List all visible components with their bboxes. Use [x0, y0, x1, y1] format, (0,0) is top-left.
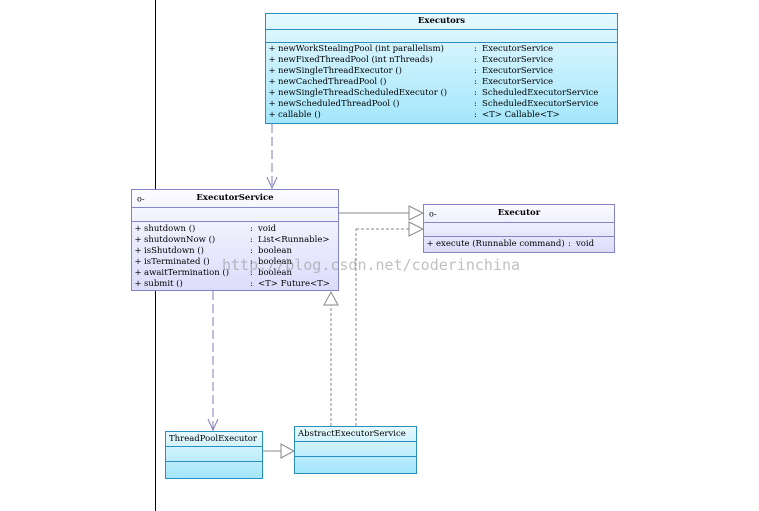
- thread-pool-executor-name: ThreadPoolExecutor: [169, 434, 257, 444]
- executors-methods-section: +newWorkStealingPool (int parallelism):E…: [266, 43, 617, 121]
- abstract-executor-service-attributes-section: [295, 442, 416, 457]
- realization-arrow-abstract-to-executor: [355, 221, 425, 426]
- abstract-executor-service-class[interactable]: AbstractExecutorService: [294, 426, 417, 474]
- method-row: +newFixedThreadPool (int nThreads):Execu…: [268, 55, 554, 65]
- method-row: +submit ():<T> Future<T>: [134, 279, 330, 289]
- executor-service-methods-section: +shutdown ():void +shutdownNow ():List<R…: [132, 222, 338, 290]
- method-row: +isShutdown ():boolean: [134, 246, 292, 256]
- method-row: +awaitTermination ():boolean: [134, 268, 292, 278]
- dependency-arrow-executors-to-executorservice: [266, 124, 278, 190]
- thread-pool-executor-attributes-section: [166, 447, 262, 462]
- generalization-arrow-executorservice-to-executor: [339, 205, 425, 221]
- abstract-executor-service-name: AbstractExecutorService: [298, 429, 406, 439]
- generalization-arrow-threadpool-to-abstract: [263, 443, 296, 459]
- executor-service-attributes-section: [132, 208, 338, 222]
- method-row: +newSingleThreadScheduledExecutor ():Sch…: [268, 88, 599, 98]
- interface-lollipop-icon: o-: [137, 194, 145, 203]
- dependency-arrow-executorservice-to-threadpoolexecutor: [207, 291, 219, 432]
- executor-name: Executor: [497, 208, 541, 218]
- method-row: +isTerminated ():boolean: [134, 257, 292, 267]
- watermark-url: http://blog.csdn.net/coderinchina: [222, 256, 521, 274]
- thread-pool-executor-class[interactable]: ThreadPoolExecutor: [165, 431, 263, 479]
- abstract-executor-service-header: AbstractExecutorService: [295, 427, 416, 442]
- executor-service-interface[interactable]: o- ExecutorService +shutdown ():void +sh…: [131, 189, 339, 291]
- executors-class-header: Executors: [266, 14, 617, 30]
- executor-methods-section: +execute (Runnable command):void: [424, 237, 614, 250]
- method-row: +shutdown ():void: [134, 224, 277, 234]
- executor-service-header: o- ExecutorService: [132, 190, 338, 208]
- method-row: +newScheduledThreadPool ():ScheduledExec…: [268, 99, 599, 109]
- method-row: +execute (Runnable command):void: [426, 239, 595, 249]
- executors-class[interactable]: Executors +newWorkStealingPool (int para…: [265, 13, 618, 124]
- method-row: +shutdownNow ():List<Runnable>: [134, 235, 330, 245]
- method-row: +newSingleThreadExecutor ():ExecutorServ…: [268, 66, 554, 76]
- executor-interface[interactable]: o- Executor +execute (Runnable command):…: [423, 204, 615, 253]
- executor-service-name: ExecutorService: [196, 193, 274, 203]
- executor-header: o- Executor: [424, 205, 614, 223]
- realization-arrow-abstract-to-executorservice: [323, 290, 339, 426]
- method-row: +newWorkStealingPool (int parallelism):E…: [268, 44, 554, 54]
- interface-lollipop-icon: o-: [429, 209, 437, 218]
- executors-attributes-section: [266, 30, 617, 43]
- executors-class-name: Executors: [417, 16, 466, 26]
- executor-attributes-section: [424, 223, 614, 237]
- thread-pool-executor-header: ThreadPoolExecutor: [166, 432, 262, 447]
- method-row: +callable ():<T> Callable<T>: [268, 110, 560, 120]
- method-row: +newCachedThreadPool ():ExecutorService: [268, 77, 554, 87]
